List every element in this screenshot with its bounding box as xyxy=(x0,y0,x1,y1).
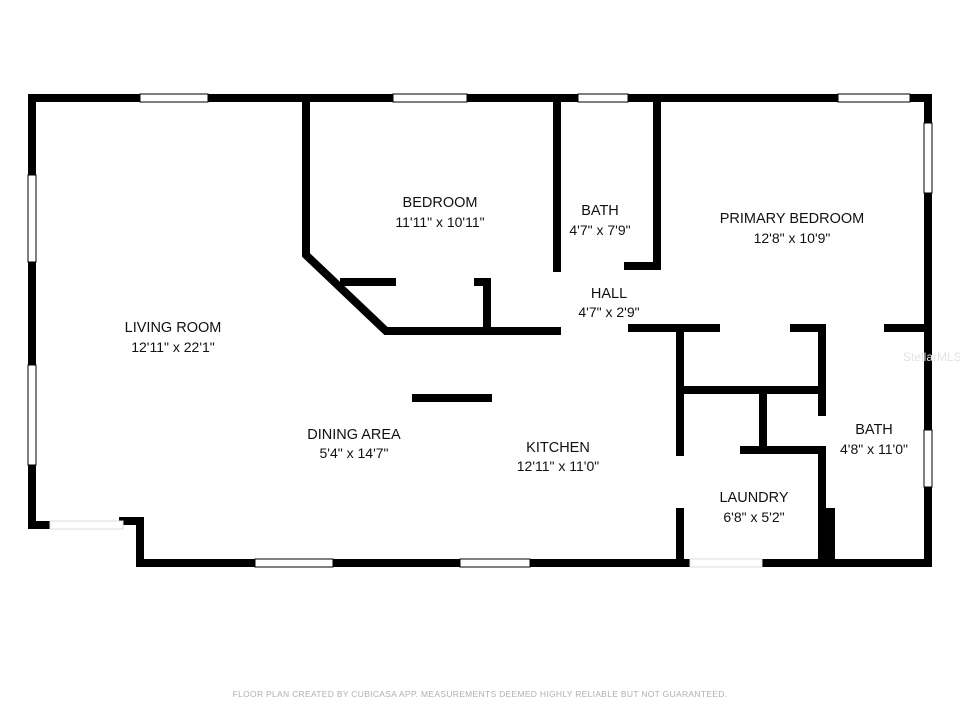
room-size: 12'11" x 22'1" xyxy=(131,339,215,355)
room-labels: LIVING ROOM 12'11" x 22'1" BEDROOM 11'11… xyxy=(125,195,908,525)
room-name: BEDROOM xyxy=(403,195,478,211)
watermark: StellarMLS xyxy=(903,350,960,364)
windows xyxy=(27,93,933,568)
room-name: PRIMARY BEDROOM xyxy=(720,211,865,227)
room-size: 11'11" x 10'11" xyxy=(395,214,484,230)
room-name: BATH xyxy=(581,203,619,219)
room-size: 4'7" x 2'9" xyxy=(578,304,639,320)
room-name: DINING AREA xyxy=(307,427,401,443)
door-openings xyxy=(49,520,763,568)
room-size: 4'8" x 11'0" xyxy=(840,441,908,457)
room-size: 6'8" x 5'2" xyxy=(723,509,784,525)
room-name: LAUNDRY xyxy=(719,490,788,506)
room-name: KITCHEN xyxy=(526,440,590,456)
room-name: BATH xyxy=(855,422,893,438)
room-size: 4'7" x 7'9" xyxy=(569,222,630,238)
footer-disclaimer: FLOOR PLAN CREATED BY CUBICASA APP. MEAS… xyxy=(232,689,728,699)
room-name: HALL xyxy=(591,286,627,302)
room-size: 5'4" x 14'7" xyxy=(320,445,389,461)
room-size: 12'8" x 10'9" xyxy=(754,230,831,246)
room-size: 12'11" x 11'0" xyxy=(517,458,600,474)
room-name: LIVING ROOM xyxy=(125,320,222,336)
walls xyxy=(28,94,932,567)
